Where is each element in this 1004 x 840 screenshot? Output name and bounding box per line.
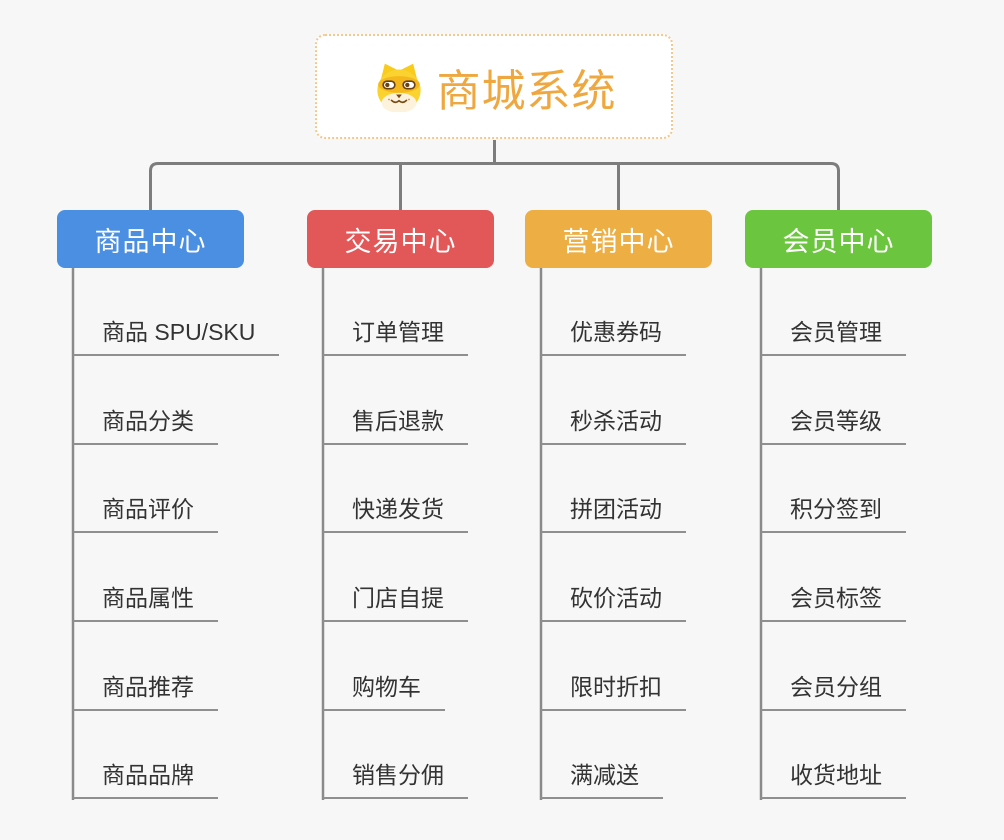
tree-node[interactable]: 积分签到: [761, 487, 906, 533]
tree-node[interactable]: 商品推荐: [73, 665, 218, 711]
branch-box-trade[interactable]: 交易中心: [307, 210, 494, 268]
tree-node[interactable]: 订单管理: [323, 310, 468, 356]
tree-node[interactable]: 砍价活动: [541, 576, 686, 622]
tree-node[interactable]: 收货地址: [761, 753, 906, 799]
tree-node[interactable]: 商品评价: [73, 487, 218, 533]
branch-box-members[interactable]: 会员中心: [745, 210, 932, 268]
tree-node[interactable]: 商品属性: [73, 576, 218, 622]
tree-node[interactable]: 满减送: [541, 753, 663, 799]
dog-icon: [376, 63, 421, 112]
root-node-label: 商城系统: [436, 66, 617, 116]
tree-node[interactable]: 拼团活动: [541, 487, 686, 533]
tree-node[interactable]: 商品分类: [73, 399, 218, 445]
tree-node[interactable]: 会员分组: [761, 665, 906, 711]
tree-node[interactable]: 商品品牌: [73, 753, 218, 799]
branch-label: 营销中心: [562, 226, 675, 257]
branch-box-marketing[interactable]: 营销中心: [525, 210, 712, 268]
tree-node[interactable]: 会员等级: [761, 399, 906, 445]
branch-label: 交易中心: [344, 226, 457, 257]
tree-node[interactable]: 门店自提: [323, 576, 468, 622]
tree-node[interactable]: 售后退款: [323, 399, 468, 445]
branch-box-products[interactable]: 商品中心: [57, 210, 244, 268]
tree-node[interactable]: 秒杀活动: [541, 399, 686, 445]
tree-node[interactable]: 会员管理: [761, 310, 906, 356]
tree-node[interactable]: 优惠券码: [541, 310, 686, 356]
tree-node[interactable]: 销售分佣: [323, 753, 468, 799]
tree-node[interactable]: 会员标签: [761, 576, 906, 622]
branch-label: 商品中心: [94, 226, 207, 257]
branch-label: 会员中心: [782, 226, 895, 257]
tree-node[interactable]: 商品 SPU/SKU: [73, 310, 280, 356]
tree-node[interactable]: 快递发货: [323, 487, 468, 533]
tree-node[interactable]: 限时折扣: [541, 665, 686, 711]
root-node[interactable]: 商城系统: [315, 34, 673, 139]
tree-node[interactable]: 购物车: [323, 665, 445, 711]
